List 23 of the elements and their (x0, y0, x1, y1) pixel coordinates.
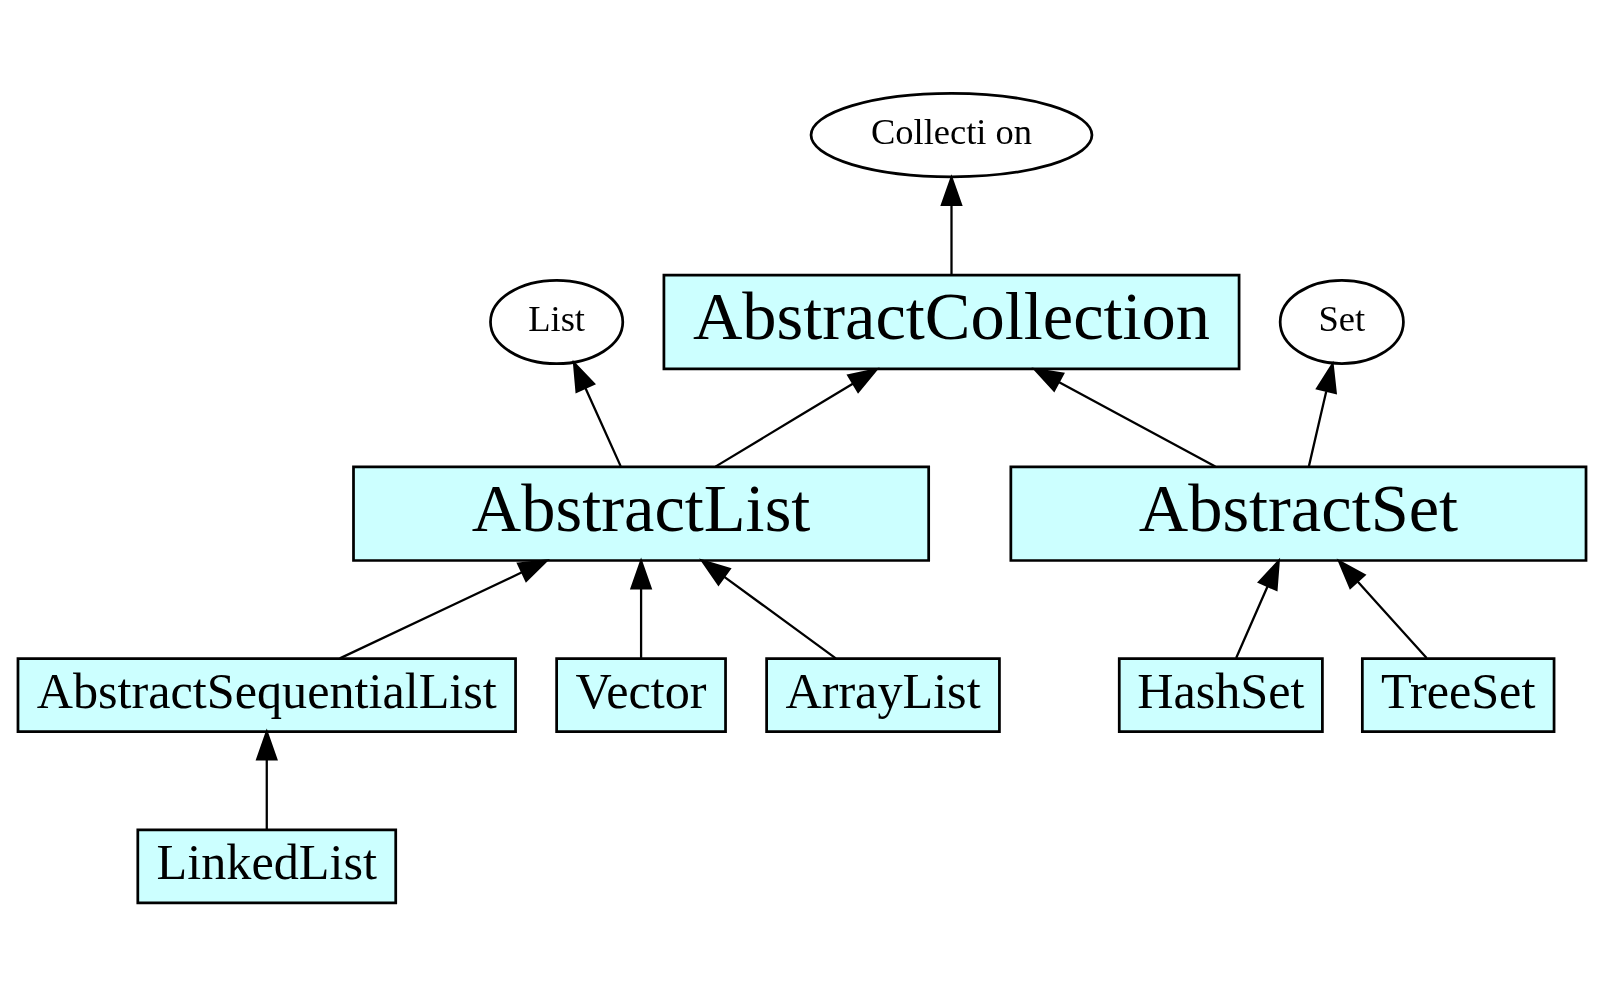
arrow (1336, 557, 1428, 659)
arrow (1307, 360, 1338, 466)
node-box: AbstractSet (1009, 465, 1588, 562)
node-ellipse: Set (1278, 278, 1405, 365)
node-box: Vector (555, 656, 727, 733)
node-box: ArrayList (765, 656, 1001, 733)
arrow (572, 359, 622, 467)
arrow (1235, 557, 1281, 658)
node-box: HashSet (1117, 656, 1324, 733)
node-box: AbstractSequentialList (16, 656, 517, 733)
node-ellipse: Collecti on (809, 91, 1094, 178)
arrow (339, 558, 550, 659)
arrow (629, 557, 653, 658)
arrow (714, 367, 880, 468)
node-box: AbstractCollection (662, 273, 1241, 370)
arrow (1031, 366, 1216, 468)
node-ellipse: List (489, 278, 625, 365)
node-box: AbstractList (352, 465, 931, 562)
node-box: TreeSet (1360, 656, 1556, 733)
arrow (940, 173, 963, 275)
node-box: LinkedList (136, 827, 398, 904)
arrow (255, 728, 278, 830)
arrow (699, 557, 837, 659)
